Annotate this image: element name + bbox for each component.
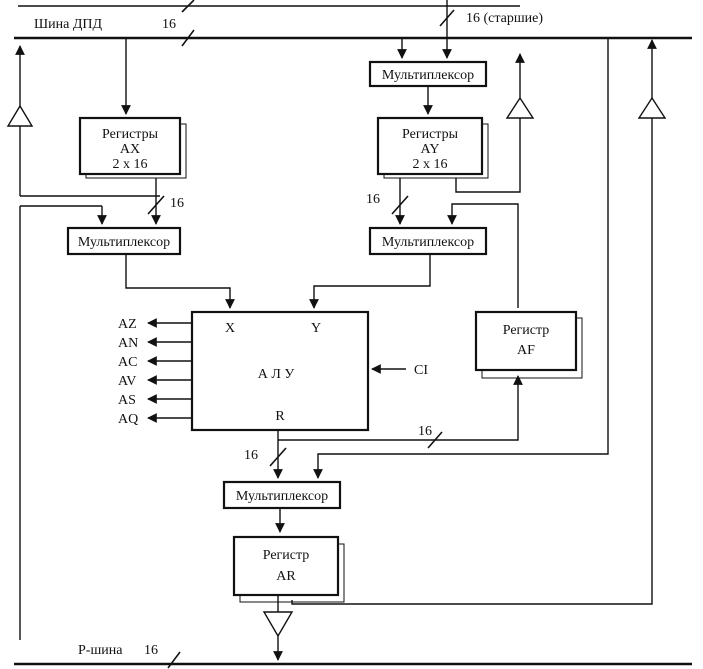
right-buffer-triangle — [637, 96, 667, 119]
mux-r-label: Мультиплексор — [236, 489, 328, 504]
alu-r-to-af — [278, 375, 523, 441]
mux-x-label: Мультиплексор — [78, 235, 170, 250]
muxy-to-aluy — [309, 254, 431, 309]
reg-af-line2: AF — [517, 343, 535, 358]
ay-feedback — [455, 53, 525, 193]
flag-aq: AQ — [118, 412, 138, 427]
r-bus-label: Р-шина — [78, 643, 123, 658]
alu-y-port: Y — [311, 321, 321, 336]
reg-ay-line2: AY — [421, 142, 440, 157]
reg-ay-line1: Регистры — [402, 127, 459, 142]
muxx-to-alux — [125, 254, 235, 309]
reg-ay-box — [376, 116, 484, 176]
left-buffer-triangle — [6, 104, 34, 127]
mux-x-box — [66, 226, 182, 256]
mux-y-box — [368, 226, 488, 256]
r-bus-width: 16 — [144, 643, 158, 658]
upper-bus-slash — [439, 9, 455, 27]
flag-as: AS — [118, 393, 136, 408]
af-in-slash — [427, 431, 443, 449]
alu-out-slash — [269, 447, 287, 467]
reg-ax-line3: 2 x 16 — [113, 157, 148, 172]
alu-box — [190, 310, 370, 432]
ci-label: CI — [414, 363, 428, 378]
rbus-buffer-triangle — [262, 611, 294, 638]
r-bus-slash — [167, 651, 181, 669]
ay-buffer-triangle — [505, 96, 535, 119]
flag-outputs: AZ AN AC AV AS AQ — [118, 317, 192, 427]
reg-af-box — [474, 310, 578, 372]
ay-out-width: 16 — [366, 192, 380, 207]
alu-r-port: R — [275, 409, 285, 424]
ax-out-slash — [147, 195, 165, 215]
alu-label: А Л У — [258, 367, 295, 382]
dpd-bus-width-slash — [181, 29, 195, 47]
mux-r-box — [222, 480, 342, 510]
reg-af-line1: Регистр — [503, 323, 550, 338]
reg-ar-line1: Регистр — [263, 548, 310, 563]
reg-ax-box — [78, 116, 182, 176]
mux-y-top-label: Мультиплексор — [382, 68, 474, 83]
alu-x-port: X — [225, 321, 235, 336]
alu-out-width: 16 — [244, 448, 258, 463]
af-in-width: 16 — [418, 424, 432, 439]
ay-out-slash — [391, 195, 409, 215]
reg-ay-line3: 2 x 16 — [413, 157, 448, 172]
mux-y-label: Мультиплексор — [382, 235, 474, 250]
reg-ar-box — [232, 535, 340, 597]
reg-ax-line1: Регистры — [102, 127, 159, 142]
flag-az: AZ — [118, 317, 137, 332]
af-to-muxy — [447, 203, 519, 308]
dpd-bus-width: 16 — [162, 17, 176, 32]
reg-ax-line2: AX — [120, 142, 140, 157]
top-slash — [181, 0, 195, 13]
ax-out-width: 16 — [170, 196, 184, 211]
reg-ar-line2: AR — [276, 569, 296, 584]
flag-ac: AC — [118, 355, 137, 370]
dpd-bus-label: Шина ДПД — [34, 17, 102, 32]
flag-an: AN — [118, 336, 138, 351]
dpd-to-muxr — [313, 38, 609, 479]
flag-av: AV — [118, 374, 136, 389]
upper-bus-width: 16 (старшие) — [466, 11, 543, 26]
ar-to-upper-bus — [291, 39, 657, 605]
